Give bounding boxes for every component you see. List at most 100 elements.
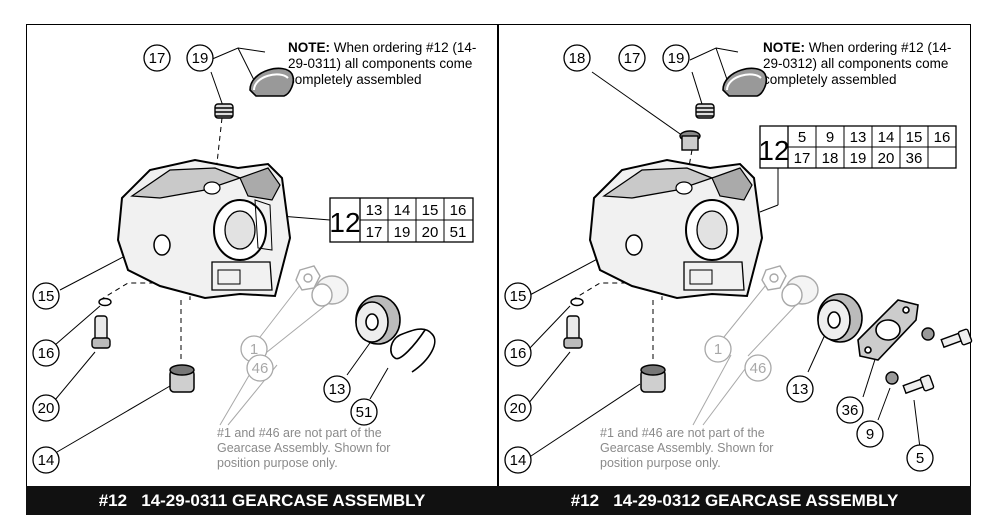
left-button-19: [249, 67, 295, 97]
svg-text:15: 15: [510, 288, 527, 305]
svg-text:14: 14: [38, 452, 55, 469]
right-plug-18: [679, 130, 701, 151]
right-table-id: 12: [758, 135, 789, 166]
callout-13: 13: [786, 375, 814, 403]
right-exploded-view: 18 17 19 15 16 20 14 1 46 13 36 9 5 12 5…: [504, 44, 973, 474]
left-bearing-13: [355, 295, 401, 345]
callout-5: 5: [906, 444, 934, 472]
svg-text:13: 13: [792, 381, 809, 398]
left-table-cell: 16: [450, 202, 467, 219]
callout-19: 19: [186, 44, 214, 72]
right-screw-5: [902, 328, 973, 395]
callout-51: 51: [350, 398, 378, 426]
right-grey-leaders: [692, 279, 797, 426]
left-note-label: NOTE:: [288, 40, 330, 55]
right-note: NOTE: When ordering #12 (14-29-0312) all…: [763, 40, 963, 88]
right-table-cell: 20: [878, 150, 895, 167]
callout-16: 16: [32, 339, 60, 367]
callout-46: 46: [246, 354, 274, 382]
right-bearing-13: [817, 293, 863, 343]
svg-text:46: 46: [750, 360, 767, 377]
right-footer-num: #12: [570, 491, 600, 510]
left-grey-leaders: [219, 279, 327, 426]
left-snap-ring-51: [390, 328, 436, 373]
svg-text:9: 9: [866, 426, 874, 443]
left-pin-20: [91, 315, 111, 349]
svg-text:19: 19: [192, 50, 209, 67]
left-table-cell: 14: [394, 202, 411, 219]
right-footer-title: #12 14-29-0312 GEARCASE ASSEMBLY: [498, 486, 971, 515]
left-washer-16: [98, 297, 112, 307]
callout-17: 17: [143, 44, 171, 72]
svg-text:1: 1: [714, 341, 722, 358]
svg-text:14: 14: [510, 452, 527, 469]
right-leaders: [527, 47, 921, 459]
svg-text:13: 13: [329, 381, 346, 398]
left-table-cell: 15: [422, 202, 439, 219]
svg-text:5: 5: [916, 450, 924, 467]
svg-text:51: 51: [356, 404, 373, 421]
left-table-id: 12: [329, 207, 360, 238]
right-grey-note: #1 and #46 are not part of the Gearcase …: [600, 426, 774, 470]
right-note-text: When ordering #12 (14-29-0312) all compo…: [763, 40, 952, 87]
callout-9: 9: [856, 420, 884, 448]
left-footer-text: 14-29-0311 GEARCASE ASSEMBLY: [141, 491, 426, 510]
callout-36: 36: [836, 396, 864, 424]
left-nut-1: [295, 265, 321, 291]
svg-text:20: 20: [510, 400, 527, 417]
callout-1: 1: [704, 335, 732, 363]
svg-text:16: 16: [38, 345, 55, 362]
right-table-cell: 13: [850, 129, 867, 146]
right-plate-36: [857, 299, 919, 361]
right-table-cell: 15: [906, 129, 923, 146]
right-gearcase-housing: [588, 158, 764, 300]
right-spring-17: [695, 103, 715, 119]
left-part-table: 12 13 14 15 16 17 19 20 51: [329, 197, 474, 243]
left-grey-note: #1 and #46 are not part of the Gearcase …: [217, 426, 391, 470]
right-note-label: NOTE:: [763, 40, 805, 55]
callout-18: 18: [563, 44, 591, 72]
left-table-cell: 51: [450, 224, 467, 241]
right-washer-16: [570, 297, 584, 307]
left-spacer-46: [311, 275, 349, 307]
right-part-table: 12 5 9 13 14 15 16 17 18 19 20 36: [758, 125, 957, 169]
callout-13: 13: [323, 375, 351, 403]
right-button-19: [722, 67, 768, 97]
callout-16: 16: [504, 339, 532, 367]
left-footer-title: #12 14-29-0311 GEARCASE ASSEMBLY: [26, 486, 498, 515]
left-spring-17: [214, 103, 234, 119]
right-nut-1: [761, 265, 787, 291]
callout-14: 14: [32, 446, 60, 474]
right-table-cell: 16: [934, 129, 951, 146]
right-table-cell: 9: [826, 129, 834, 146]
svg-text:36: 36: [842, 402, 859, 419]
callout-20: 20: [32, 394, 60, 422]
svg-text:15: 15: [38, 288, 55, 305]
right-callouts: 18 17 19 15 16 20 14 1 46 13 36 9 5: [504, 44, 934, 474]
left-table-cell: 19: [394, 224, 411, 241]
callout-17: 17: [618, 44, 646, 72]
left-footer-num: #12: [98, 491, 128, 510]
svg-text:16: 16: [510, 345, 527, 362]
right-washer-9: [885, 327, 935, 385]
left-table-cell: 17: [366, 224, 383, 241]
left-table-cell: 13: [366, 202, 383, 219]
left-callouts: 17 19 15 16 20 14 1 46 13 51: [32, 44, 378, 474]
svg-text:20: 20: [38, 400, 55, 417]
left-exploded-view: 17 19 15 16 20 14 1 46 13 51 12 13 14 15…: [32, 44, 474, 474]
callout-14: 14: [504, 446, 532, 474]
svg-text:46: 46: [252, 360, 269, 377]
svg-text:1: 1: [250, 341, 258, 358]
right-spacer-46: [781, 275, 819, 307]
right-table-cell: 18: [822, 150, 839, 167]
right-footer-text: 14-29-0312 GEARCASE ASSEMBLY: [613, 491, 899, 510]
callout-15: 15: [32, 282, 60, 310]
callout-46: 46: [744, 354, 772, 382]
right-table-cell: 36: [906, 150, 923, 167]
callout-19: 19: [662, 44, 690, 72]
callout-15: 15: [504, 282, 532, 310]
right-table-cell: 17: [794, 150, 811, 167]
right-bushing-14: [640, 364, 666, 393]
right-table-cell: 19: [850, 150, 867, 167]
